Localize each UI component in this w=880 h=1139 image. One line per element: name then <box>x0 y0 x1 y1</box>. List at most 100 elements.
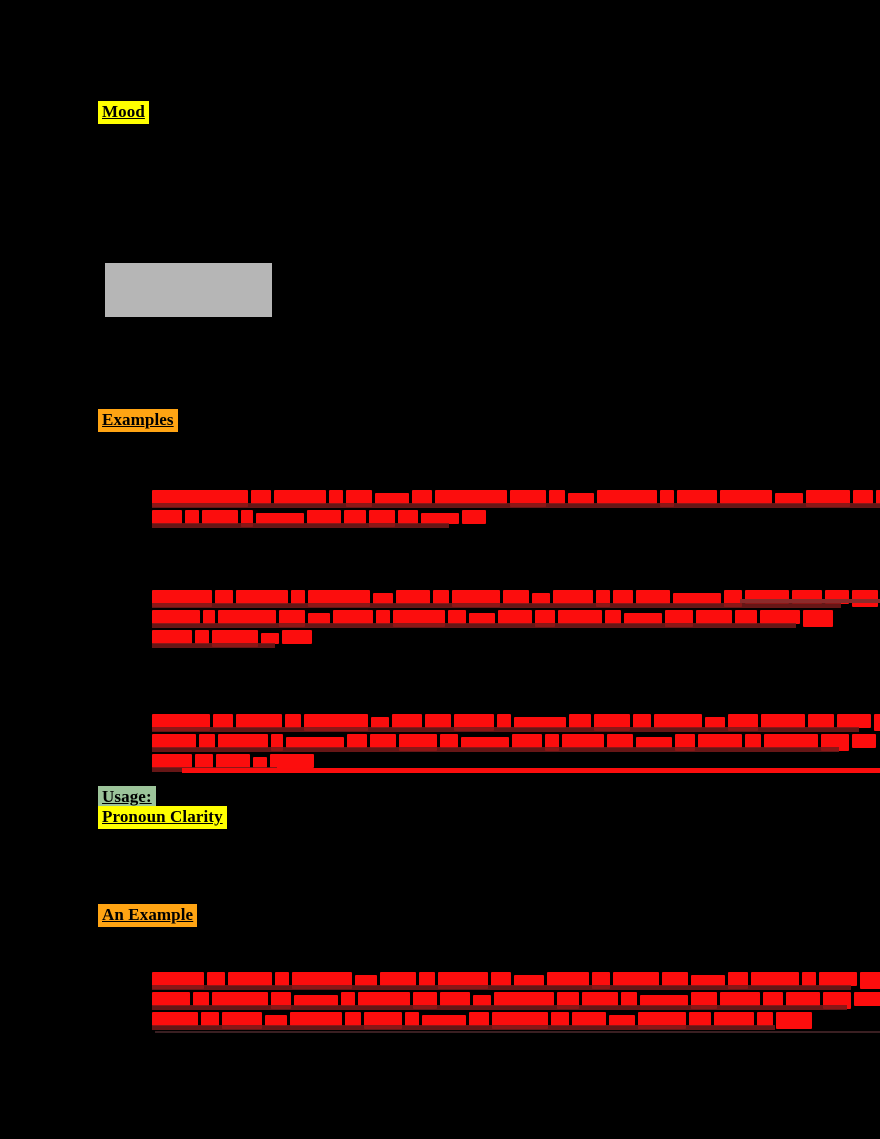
obscured-word <box>569 714 591 728</box>
obscured-word <box>433 590 449 604</box>
obscured-word <box>304 714 368 731</box>
obscured-word <box>535 610 555 627</box>
obscured-word <box>275 972 289 986</box>
obscured-word <box>152 610 200 624</box>
obscured-word <box>236 714 282 728</box>
obscured-word <box>720 490 772 504</box>
obscured-word <box>393 610 445 627</box>
obscured-word <box>503 590 529 604</box>
obscured-word <box>308 613 330 624</box>
obscured-word <box>714 1012 754 1026</box>
obscured-word <box>582 992 618 1006</box>
obscured-word <box>271 992 291 1009</box>
obscured-word <box>195 754 213 768</box>
obscured-word <box>613 590 633 604</box>
obscured-word <box>514 975 544 986</box>
obscured-word <box>776 1012 812 1029</box>
obscured-word <box>514 717 566 728</box>
obscured-word <box>853 490 873 504</box>
obscured-word <box>292 972 352 989</box>
obscured-word <box>152 630 192 644</box>
obscured-word <box>806 490 850 507</box>
obscured-word <box>422 1015 466 1026</box>
obscured-word <box>419 972 435 986</box>
obscured-text-line <box>152 734 880 752</box>
obscured-word <box>396 590 430 604</box>
obscured-underline-smear <box>152 1005 847 1010</box>
obscured-word <box>355 975 377 986</box>
obscured-word <box>270 754 314 768</box>
obscured-word <box>358 992 410 1006</box>
obscured-word <box>876 490 880 504</box>
obscured-word <box>689 1012 711 1026</box>
obscured-word <box>874 714 880 731</box>
obscured-text-line <box>152 490 880 508</box>
obscured-word <box>364 1012 402 1029</box>
obscured-word <box>380 972 416 986</box>
obscured-word <box>568 493 594 504</box>
obscured-word <box>705 717 725 728</box>
obscured-word <box>545 734 559 751</box>
obscured-word <box>425 714 451 728</box>
obscured-word <box>735 610 757 624</box>
obscured-word <box>624 613 662 624</box>
example-paragraph-3 <box>152 714 880 774</box>
obscured-word <box>512 734 542 748</box>
obscured-text-line <box>152 510 880 528</box>
obscured-word <box>274 490 326 504</box>
obscured-word <box>633 714 651 728</box>
obscured-word <box>497 714 511 728</box>
obscured-underline-smear <box>152 747 839 752</box>
obscured-underline-smear <box>152 523 449 528</box>
obscured-word <box>819 972 857 986</box>
obscured-word <box>215 590 233 604</box>
obscured-word <box>636 737 672 748</box>
obscured-word <box>597 490 657 504</box>
obscured-word <box>821 734 849 751</box>
obscured-word <box>152 490 248 507</box>
heading-mood: Mood <box>98 101 149 124</box>
obscured-word <box>152 590 212 607</box>
obscured-word <box>202 510 238 524</box>
obscured-word <box>724 590 742 607</box>
obscured-text-line <box>152 630 880 648</box>
obscured-underline-smear <box>152 643 275 648</box>
obscured-word <box>392 714 422 728</box>
obscured-word <box>691 992 717 1009</box>
obscured-word <box>640 995 688 1006</box>
obscured-word <box>207 972 225 986</box>
obscured-word <box>152 1012 198 1026</box>
obscured-word <box>399 734 437 751</box>
obscured-word <box>256 513 304 524</box>
obscured-word <box>195 630 209 644</box>
obscured-word <box>745 734 761 748</box>
obscured-word <box>469 1012 489 1026</box>
obscured-underline-smear <box>152 727 859 732</box>
obscured-word <box>344 510 366 524</box>
obscured-word <box>720 992 760 1006</box>
obscured-word <box>438 972 488 989</box>
obscured-word <box>333 610 373 624</box>
obscured-word <box>698 734 742 748</box>
obscured-underline-smear <box>152 503 880 508</box>
obscured-word <box>228 972 272 986</box>
obscured-word <box>421 513 459 524</box>
obscured-word <box>347 734 367 748</box>
obscured-word <box>562 734 604 748</box>
obscured-word <box>345 1012 361 1026</box>
obscured-word <box>222 1012 262 1029</box>
obscured-word <box>193 992 209 1006</box>
obscured-word <box>757 1012 773 1026</box>
horizontal-rule-bright-red <box>182 768 880 773</box>
obscured-word <box>265 1015 287 1026</box>
heading-an-example: An Example <box>98 904 198 927</box>
obscured-word <box>216 754 250 771</box>
obscured-word <box>346 490 372 507</box>
obscured-word <box>691 975 725 986</box>
obscured-word <box>201 1012 219 1026</box>
obscured-word <box>329 490 343 504</box>
obscured-word <box>253 757 267 768</box>
an-example-paragraph <box>152 972 880 1032</box>
obscured-word <box>594 714 630 731</box>
obscured-word <box>371 717 389 728</box>
